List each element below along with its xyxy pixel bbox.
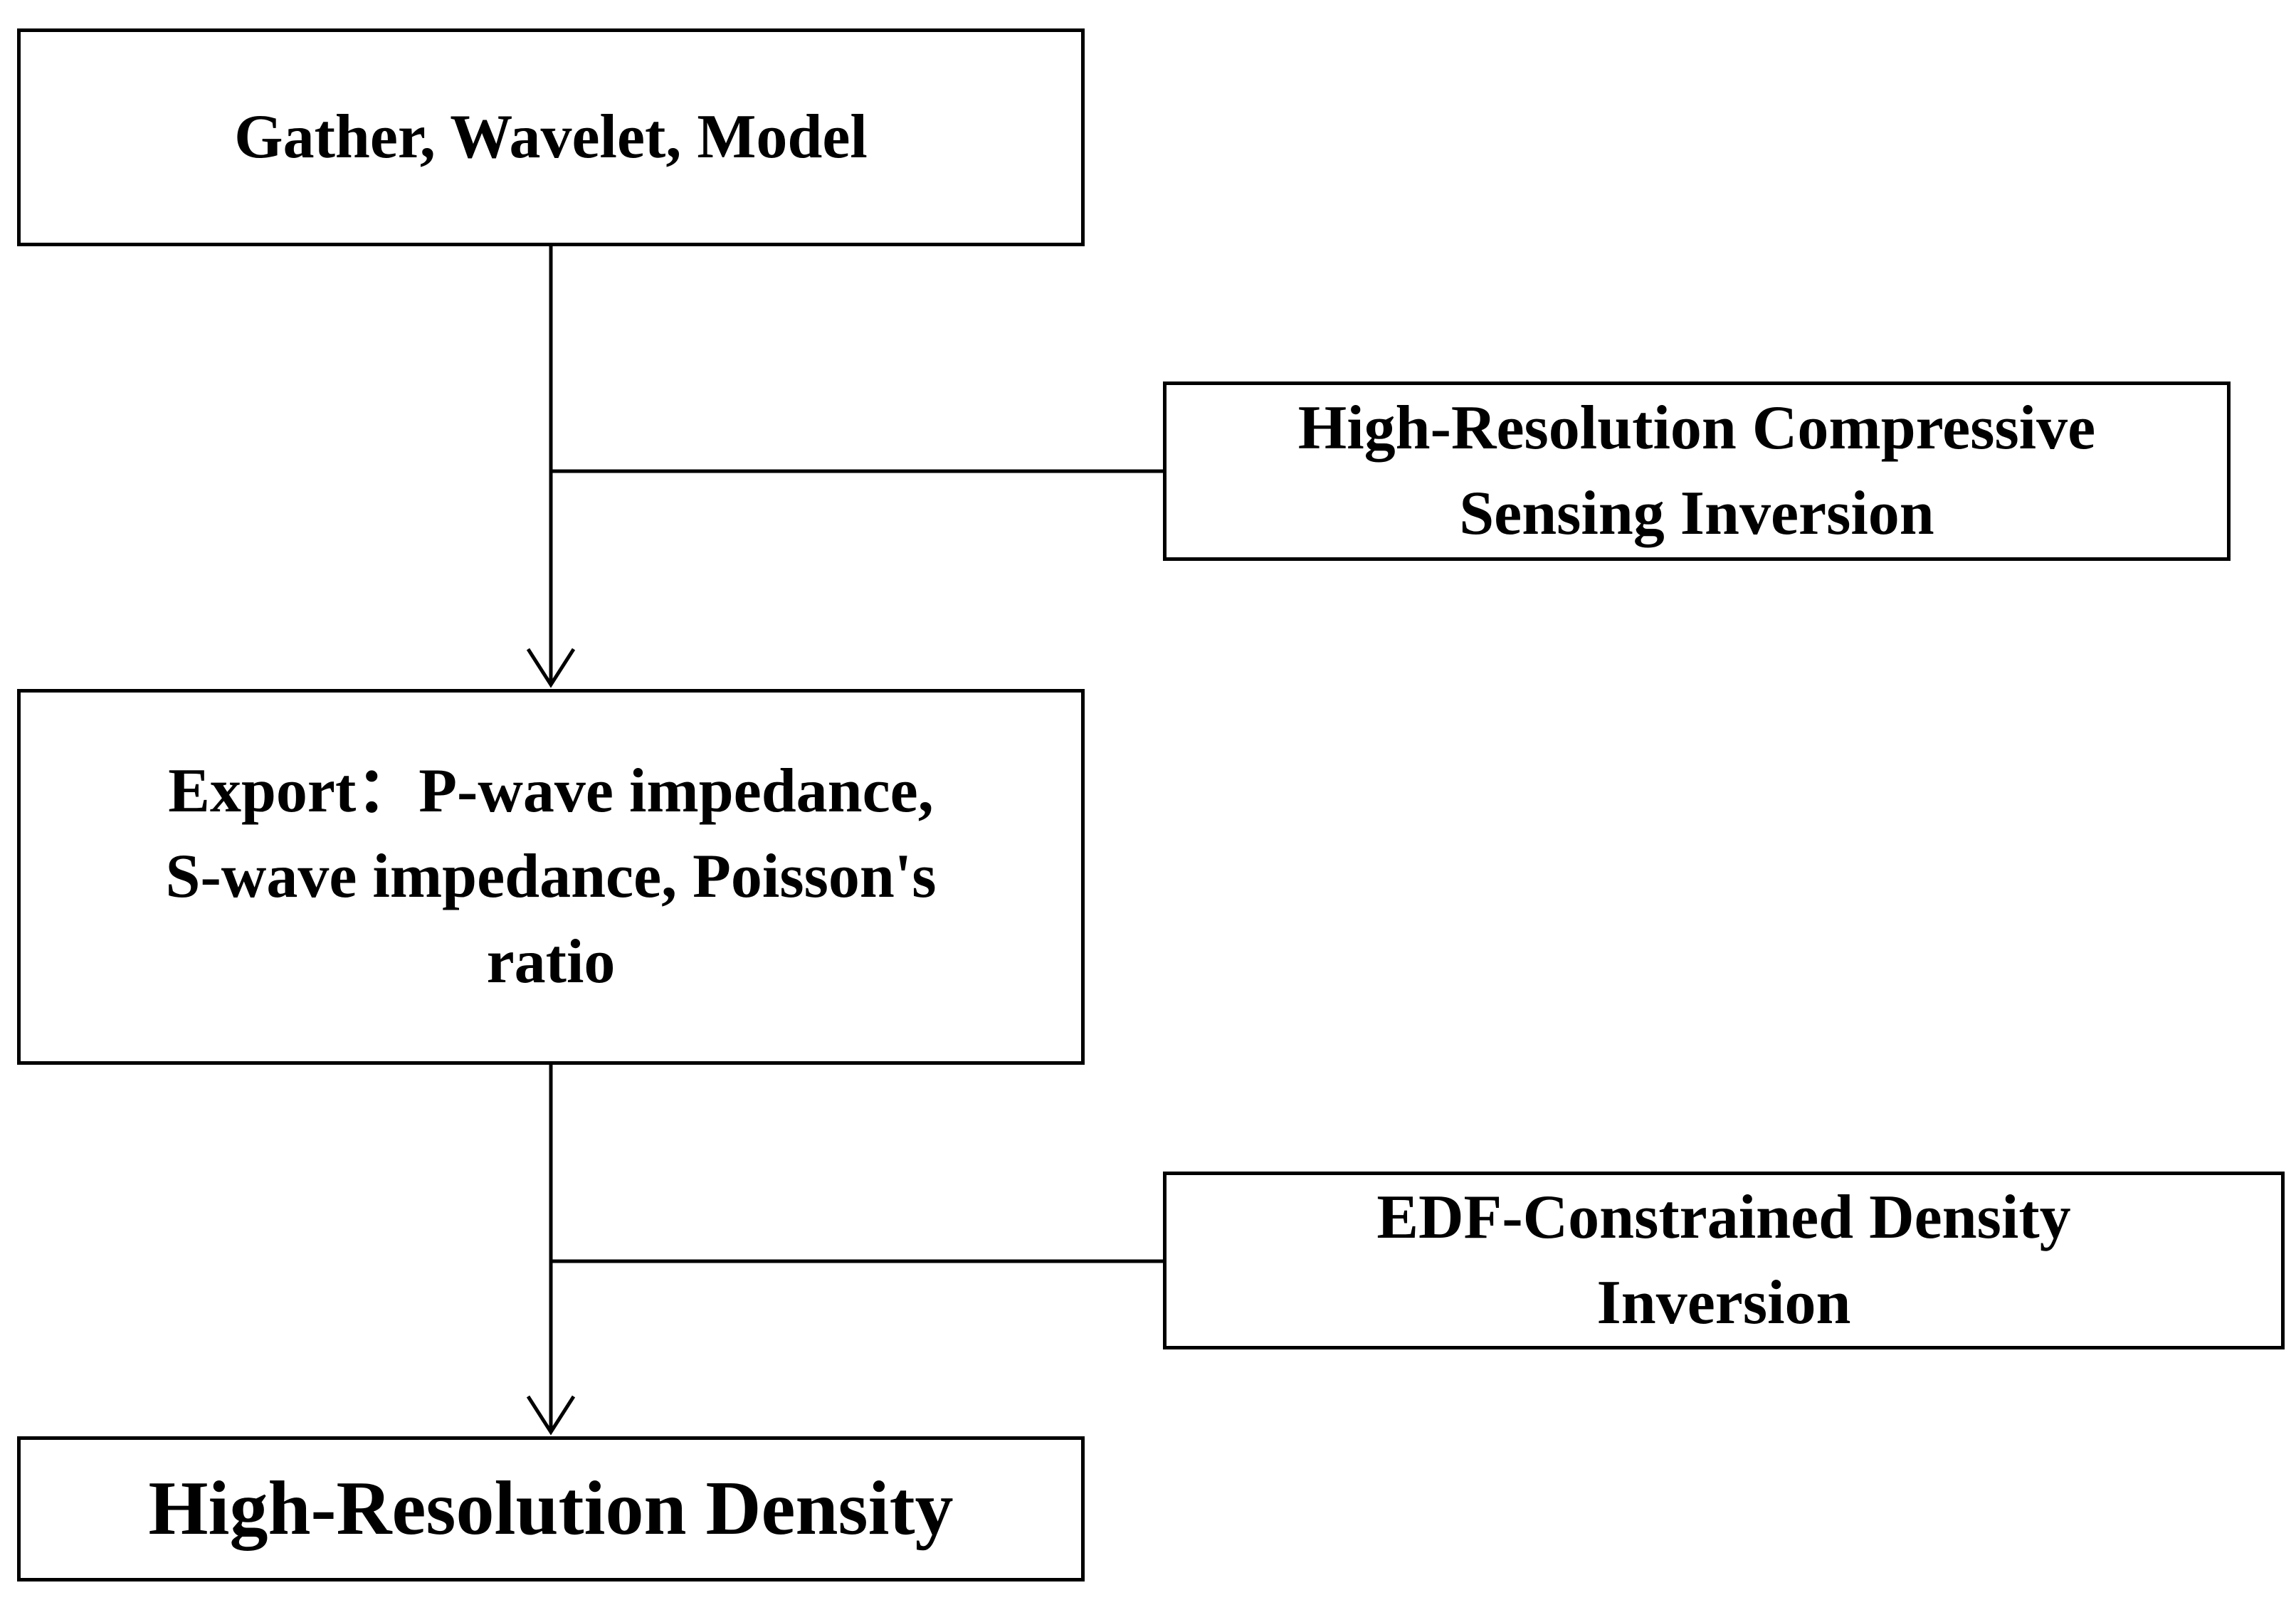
node-density-label: High-Resolution Density bbox=[148, 1465, 954, 1551]
node-gather-wavelet-model: Gather, Wavelet, Model bbox=[17, 28, 1085, 246]
node-high-resolution-density: High-Resolution Density bbox=[17, 1436, 1085, 1581]
node-edf-label: EDF-Constrained Density Inversion bbox=[1376, 1183, 2071, 1337]
node-export-label: Export：P-wave impedance, S-wave impedanc… bbox=[165, 757, 937, 996]
node-edf-constrained-density-inversion: EDF-Constrained Density Inversion bbox=[1163, 1172, 2285, 1349]
node-high-resolution-compressive-sensing-inversion: High-Resolution Compressive Sensing Inve… bbox=[1163, 381, 2231, 561]
arrow-export-to-density-head bbox=[526, 1395, 576, 1436]
arrow-gather-to-export-head bbox=[526, 648, 576, 688]
node-gather-label: Gather, Wavelet, Model bbox=[234, 102, 868, 172]
node-hrcs-label: High-Resolution Compressive Sensing Inve… bbox=[1297, 394, 2096, 548]
node-export: Export：P-wave impedance, S-wave impedanc… bbox=[17, 689, 1085, 1065]
